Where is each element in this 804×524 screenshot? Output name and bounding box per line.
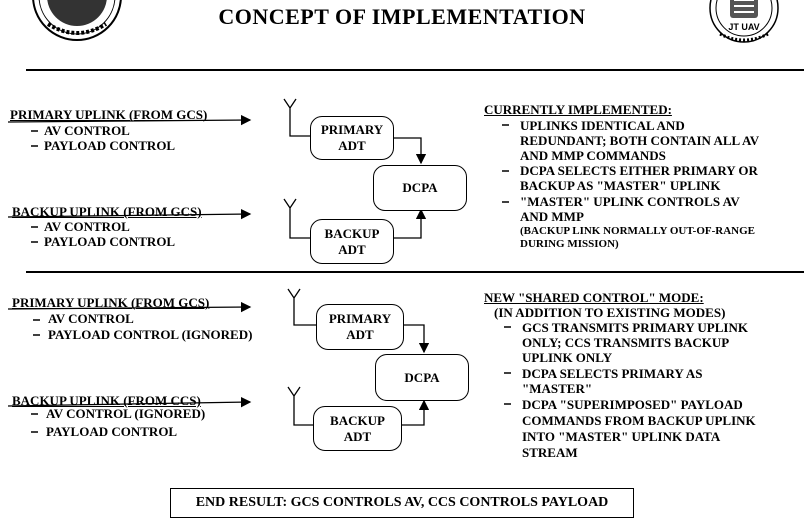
top-notes-heading: CURRENTLY IMPLEMENTED: [484,102,672,117]
bottom-note-2-line2: "MASTER" [522,381,593,396]
bottom-primary-item-payload: PAYLOAD CONTROL (IGNORED) [48,327,253,342]
top-note-1-line2: REDUNDANT; BOTH CONTAIN ALL AV [520,133,760,148]
bottom-backup-adt-line2: ADT [343,428,372,444]
top-small-note-line2: DURING MISSION) [520,238,619,250]
bottom-primary-adt-line1: PRIMARY [328,311,392,326]
top-note-2-line1: DCPA SELECTS EITHER PRIMARY OR [520,163,758,178]
top-dcpa-label: DCPA [402,180,438,195]
top-note-3-line2: AND MMP [520,209,584,224]
top-note-1-line1: UPLINKS IDENTICAL AND [520,118,685,133]
top-backup-uplink-label: BACKUP UPLINK (FROM GCS) [12,204,202,219]
top-primary-uplink-label: PRIMARY UPLINK (FROM GCS) [10,107,208,122]
left-seal-logo [28,0,126,42]
bottom-backup-item-av: AV CONTROL (IGNORED) [46,406,206,421]
section-divider [26,271,804,273]
top-backup-adt-line2: ADT [338,241,366,257]
top-primary-adt-line1: PRIMARY [320,122,384,137]
top-note-3-line1: "MASTER" UPLINK CONTROLS AV [520,194,740,209]
end-result-text: END RESULT: GCS CONTROLS AV, CCS CONTROL… [195,495,609,510]
top-backup-adt-box: BACKUP ADT [310,219,394,264]
top-small-note-line1: (BACKUP LINK NORMALLY OUT-OF-RANGE [520,225,755,237]
bottom-dcpa-label: DCPA [404,369,440,385]
svg-text:JT UAV: JT UAV [728,22,759,32]
top-primary-adt-box: PRIMARY ADT [310,116,394,160]
bottom-primary-adt-box: PRIMARY ADT [316,304,404,350]
bottom-backup-adt-box: BACKUP ADT [313,406,402,451]
bottom-note-1-line2: ONLY; CCS TRANSMITS BACKUP [522,335,730,350]
bottom-notes-heading: NEW "SHARED CONTROL" MODE: [484,290,704,305]
right-seal-logo: JT UAV [708,0,780,48]
top-dcpa-box: DCPA [373,165,467,211]
bottom-note-1-line1: GCS TRANSMITS PRIMARY UPLINK [522,320,748,335]
top-primary-adt-line2: ADT [338,138,366,153]
bottom-primary-uplink-label: PRIMARY UPLINK (FROM GCS) [12,295,210,310]
top-backup-item-payload: PAYLOAD CONTROL [44,234,176,249]
bottom-backup-adt-line1: BACKUP [330,412,385,428]
bottom-notes-subheading: (IN ADDITION TO EXISTING MODES) [494,305,726,320]
bottom-primary-adt-line2: ADT [346,327,374,342]
top-backup-adt-line1: BACKUP [324,225,380,241]
page-title: CONCEPT OF IMPLEMENTATION [218,4,586,29]
top-primary-item-av: AV CONTROL [44,123,130,138]
top-note-2-line2: BACKUP AS "MASTER" UPLINK [520,178,721,193]
bottom-note-2-line1: DCPA SELECTS PRIMARY AS [522,366,703,381]
bottom-backup-uplink-label: BACKUP UPLINK (FROM CCS) [12,393,201,408]
bottom-note-3-line3: INTO "MASTER" UPLINK DATA [522,429,721,444]
bottom-dcpa-box: DCPA [375,354,469,401]
top-primary-item-payload: PAYLOAD CONTROL [44,138,176,153]
bottom-note-3-line4: STREAM [522,445,578,460]
title-divider [26,69,804,71]
bottom-note-1-line3: UPLINK ONLY [522,350,613,365]
bottom-note-3-line2: COMMANDS FROM BACKUP UPLINK [522,413,756,428]
top-backup-item-av: AV CONTROL [44,219,130,234]
bottom-backup-item-payload: PAYLOAD CONTROL [46,424,178,439]
bottom-primary-item-av: AV CONTROL [48,311,134,326]
bottom-note-3-line1: DCPA "SUPERIMPOSED" PAYLOAD [522,397,743,412]
end-result-box: END RESULT: GCS CONTROLS AV, CCS CONTROL… [170,488,634,518]
top-note-1-line3: AND MMP COMMANDS [520,148,666,163]
